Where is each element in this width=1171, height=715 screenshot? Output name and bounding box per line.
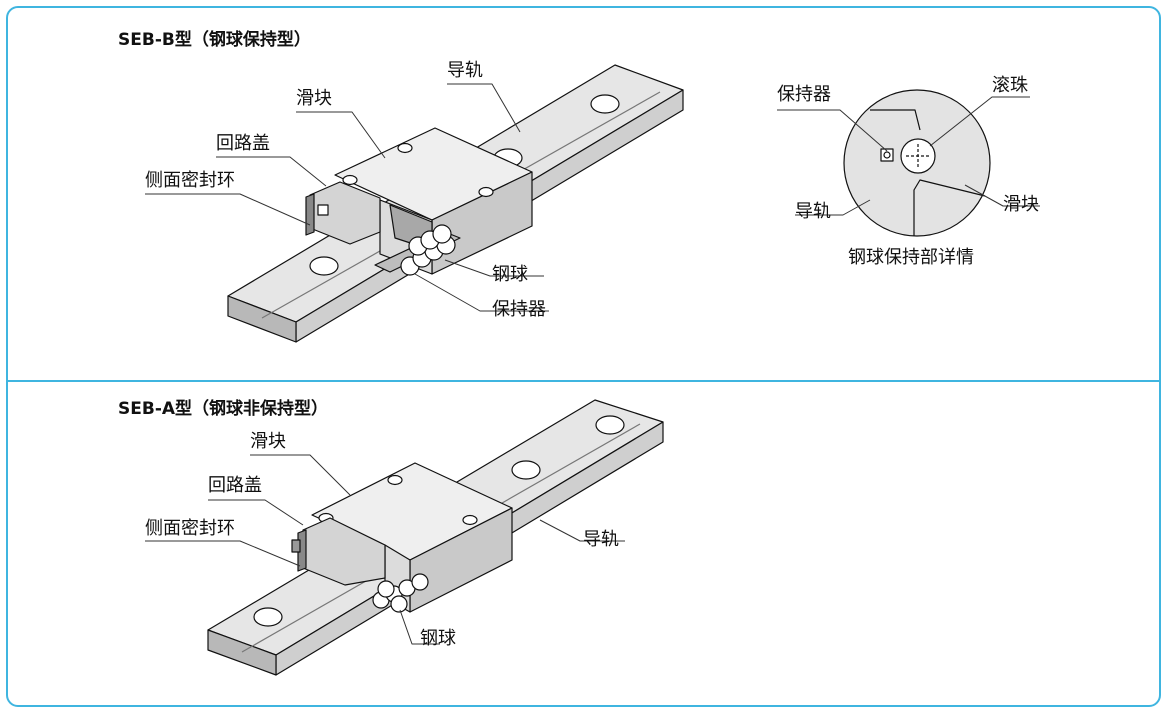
diagram-frame: [6, 6, 1161, 707]
seb-a-balls: [372, 573, 429, 613]
detail-caption: 钢球保持部详情: [848, 247, 974, 268]
detail-label-roller: 滚珠: [992, 75, 1028, 96]
detail-retainer-box: [880, 148, 894, 162]
seb-b-label-side-seal: 侧面密封环: [145, 170, 235, 191]
seb-a-label-return-cap: 回路盖: [208, 475, 262, 496]
seb-b-side-seal-part: [305, 193, 315, 236]
detail-label-block: 滑块: [1003, 194, 1039, 215]
section-divider: [8, 380, 1159, 382]
seb-a-label-block: 滑块: [250, 431, 286, 452]
seb-b-label-block: 滑块: [296, 88, 332, 109]
seb-b-detail-drawing: [843, 89, 991, 237]
seb-a-label-steel-ball: 钢球: [420, 628, 456, 649]
seb-a-block-drawing: [291, 462, 513, 613]
seb-b-label-steel-ball: 钢球: [492, 264, 528, 285]
seb-b-label-return-cap: 回路盖: [216, 133, 270, 154]
seb-b-label-retainer: 保持器: [492, 299, 546, 320]
seb-a-title: SEB-A型（钢球非保持型）: [118, 399, 329, 419]
seb-a-rail-hole-2: [511, 460, 541, 480]
seb-b-label-rail: 导轨: [447, 60, 483, 81]
detail-label-rail: 导轨: [795, 201, 831, 222]
seb-b-rail-hole-1: [590, 94, 620, 114]
seb-a-rail-hole-3: [253, 607, 283, 627]
detail-label-retainer: 保持器: [777, 84, 831, 105]
seb-b-title: SEB-B型（钢球保持型）: [118, 30, 311, 50]
seb-a-rail-hole-1: [595, 415, 625, 435]
seb-a-label-side-seal: 侧面密封环: [145, 518, 235, 539]
seb-b-balls: [400, 224, 456, 276]
leader-lines: [145, 83, 1040, 645]
seb-b-rail-hole-3: [309, 256, 339, 276]
seb-a-label-rail: 导轨: [583, 529, 619, 550]
